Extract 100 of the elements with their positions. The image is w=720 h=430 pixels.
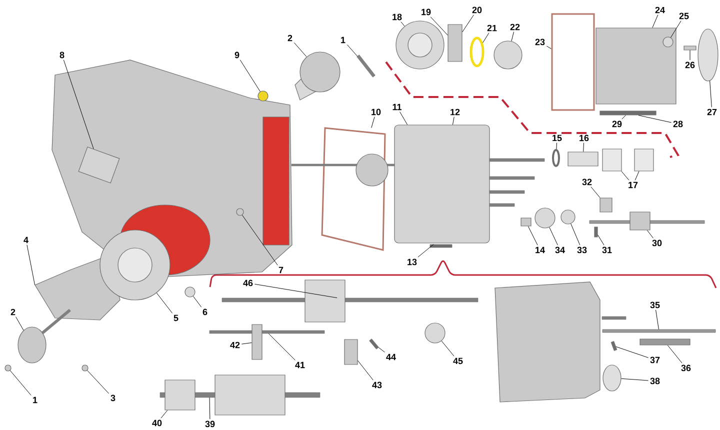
leader-line xyxy=(241,342,252,344)
leader-line xyxy=(621,171,630,180)
leader-line xyxy=(441,340,454,356)
hub xyxy=(494,40,522,70)
leader-line xyxy=(240,60,260,92)
leader-line xyxy=(400,112,408,125)
callout-number: 33 xyxy=(577,246,587,254)
lever xyxy=(600,198,612,212)
callout-number: 1 xyxy=(341,36,346,44)
leader-line xyxy=(452,116,454,125)
callout-number: 13 xyxy=(408,258,417,266)
rod xyxy=(209,330,325,334)
leader-line xyxy=(646,230,654,238)
flange-face xyxy=(262,116,290,246)
callout-number: 9 xyxy=(234,52,240,58)
leader-line xyxy=(462,14,474,32)
leader-line xyxy=(670,20,682,38)
leader-line xyxy=(482,32,490,44)
pin xyxy=(520,218,532,226)
leader-line xyxy=(710,80,712,108)
leader-line xyxy=(570,223,580,246)
leader-line xyxy=(400,22,405,26)
callout-number: 26 xyxy=(685,62,695,68)
callout-number: 10 xyxy=(372,108,381,116)
ring xyxy=(552,149,560,167)
washer xyxy=(662,36,674,48)
rod xyxy=(640,338,690,346)
callout-number: 27 xyxy=(707,108,717,116)
gear xyxy=(396,20,444,70)
leader-line xyxy=(546,46,552,50)
callout-number: 2 xyxy=(10,308,16,316)
leader-line xyxy=(371,116,375,128)
leader-line xyxy=(656,310,659,330)
shaft xyxy=(489,158,545,162)
rib xyxy=(78,146,120,184)
bearing xyxy=(602,148,622,172)
callout-number: 14 xyxy=(536,246,545,254)
callout-number: 1 xyxy=(33,396,38,404)
leader-line xyxy=(26,244,36,286)
input-shaft xyxy=(294,52,340,100)
leader-line xyxy=(556,142,557,150)
pin xyxy=(369,338,379,350)
leader-line xyxy=(511,32,514,42)
callout-number: 5 xyxy=(174,314,178,322)
gear-block xyxy=(214,374,286,416)
callout-number: 21 xyxy=(487,24,497,32)
rod xyxy=(589,220,705,224)
bolt xyxy=(430,244,452,248)
callout-number: 28 xyxy=(673,120,683,128)
callout-number: 17 xyxy=(628,182,638,188)
leader-line xyxy=(87,370,110,394)
bearing xyxy=(634,148,654,172)
leader-line xyxy=(667,345,682,364)
callout-number: 41 xyxy=(295,362,305,368)
rod xyxy=(602,316,626,320)
callout-number: 44 xyxy=(386,354,396,360)
bolt xyxy=(236,208,244,216)
leader-line xyxy=(192,296,202,308)
callout-number: 22 xyxy=(510,24,520,30)
callout-number: 16 xyxy=(580,134,589,142)
bolt xyxy=(4,364,12,372)
leader-line xyxy=(378,347,385,352)
leader-line xyxy=(268,333,296,360)
leader-line xyxy=(209,397,210,420)
gear xyxy=(164,380,196,410)
callout-number: 24 xyxy=(655,6,665,14)
differential xyxy=(100,230,170,300)
shaft xyxy=(291,164,395,166)
nut xyxy=(424,322,446,344)
leader-line xyxy=(294,42,307,58)
callout-number: 43 xyxy=(372,382,382,388)
leader-line xyxy=(598,234,604,246)
leader-line xyxy=(616,346,649,358)
callout-number: 31 xyxy=(602,246,612,254)
shaft xyxy=(489,203,515,207)
callout-number: 37 xyxy=(650,356,660,364)
gear xyxy=(356,154,388,186)
shift-fork xyxy=(448,24,462,62)
callout-number: 46 xyxy=(243,280,253,286)
nut xyxy=(560,210,576,224)
callout-number: 8 xyxy=(60,52,64,58)
leader-line xyxy=(160,410,168,418)
housing xyxy=(596,28,676,104)
callout-number: 19 xyxy=(422,8,431,16)
pin xyxy=(594,226,598,238)
callout-number: 45 xyxy=(453,358,463,364)
shaft xyxy=(489,176,535,180)
leader-line xyxy=(652,14,658,28)
callout-number: 40 xyxy=(152,420,162,426)
pin xyxy=(610,341,618,351)
leader-line xyxy=(418,244,434,258)
leader-line xyxy=(358,360,374,380)
gear xyxy=(630,212,650,230)
callout-number: 29 xyxy=(612,120,622,128)
leader-line xyxy=(430,16,448,36)
bolt xyxy=(684,46,696,50)
leader-line xyxy=(622,115,626,120)
housing xyxy=(494,282,600,402)
callout-number: 32 xyxy=(582,178,592,186)
callout-number: 35 xyxy=(650,302,660,308)
